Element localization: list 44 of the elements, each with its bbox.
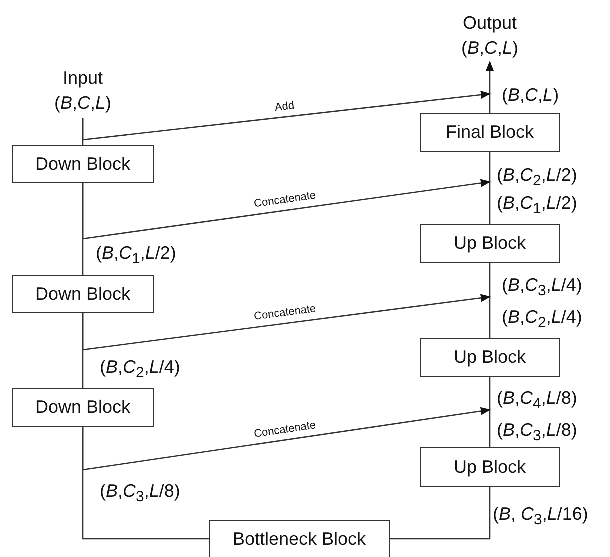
block-box bbox=[12, 275, 154, 313]
block-box bbox=[420, 338, 560, 377]
shape-label: (B,C$_{2}$,L/4) bbox=[100, 356, 180, 384]
block-label: Down Block bbox=[35, 397, 131, 418]
block-box bbox=[420, 113, 560, 152]
block-box bbox=[420, 447, 560, 487]
arrow bbox=[486, 61, 494, 113]
shape-label: (B,C$_{1}$,L/2) bbox=[497, 192, 578, 220]
io-title: Output bbox=[462, 12, 518, 35]
edge-label: Concatenate bbox=[254, 303, 318, 324]
block-label: Final Block bbox=[446, 122, 534, 143]
block-label: Down Block bbox=[35, 154, 131, 174]
arrow bbox=[82, 91, 491, 141]
arrow bbox=[82, 407, 491, 471]
block-box bbox=[209, 520, 390, 557]
block-label: Down Block bbox=[35, 284, 131, 304]
shape-label: (B,C$_{3}$,L/4) bbox=[502, 274, 582, 302]
block-box bbox=[12, 145, 154, 183]
block-box bbox=[12, 388, 154, 427]
edge-label: Concatenate bbox=[254, 190, 318, 212]
shape-label: (B,C$_{1}$,L/2) bbox=[96, 242, 176, 270]
arrow bbox=[82, 179, 491, 240]
shape-label: (B,C$_{3}$,L/8) bbox=[100, 480, 180, 508]
block-label: Up Block bbox=[454, 347, 526, 368]
shape-label: (B,C$_{3}$,L/8) bbox=[497, 419, 578, 447]
shape-label: (B, C$_{3}$,L/16) bbox=[493, 503, 588, 531]
io-title: Input bbox=[62, 67, 104, 90]
shape-label: (B,C$_{4}$,L/8) bbox=[497, 387, 578, 415]
shape-label: (B,C$_{2}$,L/2) bbox=[497, 164, 578, 192]
shape-label: (B,C,L) bbox=[502, 84, 560, 106]
block-box bbox=[420, 224, 560, 263]
connector-line bbox=[489, 377, 491, 447]
connector-line bbox=[489, 152, 491, 224]
edge-label: Concatenate bbox=[253, 419, 318, 442]
shape-label: (B,C$_{2}$,L/4) bbox=[502, 306, 582, 334]
shape-label: (B,C,L) bbox=[461, 37, 519, 60]
arrow bbox=[82, 294, 491, 351]
shape-label: (B,C,L) bbox=[54, 92, 112, 115]
block-label: Bottleneck Block bbox=[232, 528, 366, 550]
connector-line bbox=[390, 487, 491, 540]
connector-line bbox=[489, 263, 491, 338]
block-label: Up Block bbox=[454, 233, 526, 254]
edge-label: Add bbox=[274, 100, 296, 115]
block-label: Up Block bbox=[454, 456, 526, 478]
